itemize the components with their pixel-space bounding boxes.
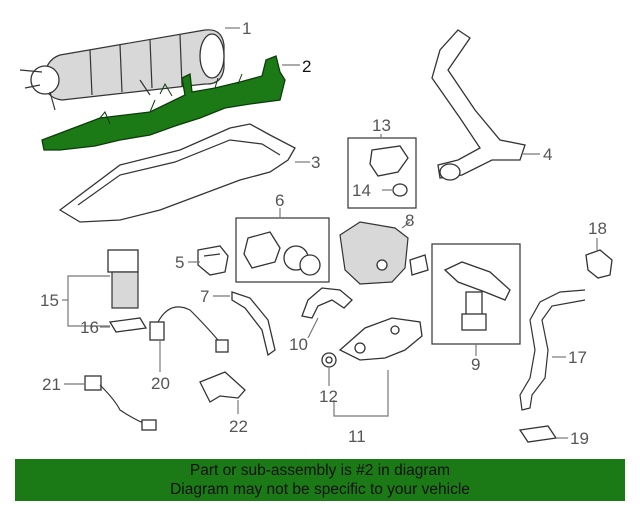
part-5-sensor[interactable] [197,245,229,276]
part-15-assembly[interactable] [107,249,139,309]
leader-lines [62,27,598,439]
part-22-bracket[interactable] [199,371,246,403]
footer-line-2: Diagram may not be specific to your vehi… [170,481,470,498]
part-1-canister[interactable] [19,29,225,111]
part-20-sensor[interactable] [149,306,229,353]
callout-9[interactable]: 9 [471,355,480,374]
part-14-ring[interactable] [392,183,408,197]
part-17-tube[interactable] [519,289,586,411]
part-3-heat-shield[interactable] [58,123,296,223]
part-18-clip[interactable] [585,249,613,279]
part-12-ring[interactable] [321,352,337,368]
part-13-box[interactable] [347,137,417,209]
callout-19[interactable]: 19 [570,429,589,448]
callout-7[interactable]: 7 [200,287,209,306]
callout-1[interactable]: 1 [242,19,251,38]
part-16-gasket[interactable] [108,317,148,333]
callout-21[interactable]: 21 [42,375,61,394]
callout-5[interactable]: 5 [175,253,184,272]
part-4-pipe[interactable] [431,29,526,181]
callout-12[interactable]: 12 [319,387,338,406]
part-6-box[interactable] [235,217,330,283]
callout-14[interactable]: 14 [352,181,371,200]
callout-22[interactable]: 22 [229,417,248,436]
part-8-valve[interactable] [339,221,429,285]
part-11-assembly[interactable] [338,317,423,361]
callout-6[interactable]: 6 [275,191,284,210]
callout-13[interactable]: 13 [372,116,391,135]
callout-2[interactable]: 2 [302,57,311,76]
callout-8[interactable]: 8 [405,211,414,230]
part-19-gasket[interactable] [518,425,558,443]
callout-20[interactable]: 20 [151,374,170,393]
footer-banner: Part or sub-assembly is #2 in diagram Di… [15,459,625,501]
callouts: 1 2 3 4 5 6 7 8 9 10 11 12 13 14 15 16 1… [40,19,607,448]
callout-16[interactable]: 16 [80,318,99,337]
callout-3[interactable]: 3 [311,153,320,172]
part-21-sensor[interactable] [84,375,157,431]
callout-18[interactable]: 18 [588,219,607,238]
part-9-box[interactable] [431,243,521,345]
callout-11[interactable]: 11 [348,427,366,446]
part-2-bracket[interactable] [41,55,286,151]
part-7-strap[interactable] [231,291,276,357]
callout-17[interactable]: 17 [568,348,587,367]
part-10-hose[interactable] [301,287,353,319]
callout-15[interactable]: 15 [40,291,59,310]
callout-4[interactable]: 4 [543,145,552,164]
parts-diagram: 1 2 3 4 5 6 7 8 9 10 11 12 13 14 15 16 1… [19,19,613,448]
callout-10[interactable]: 10 [289,335,308,354]
footer-line-1: Part or sub-assembly is #2 in diagram [189,462,451,479]
